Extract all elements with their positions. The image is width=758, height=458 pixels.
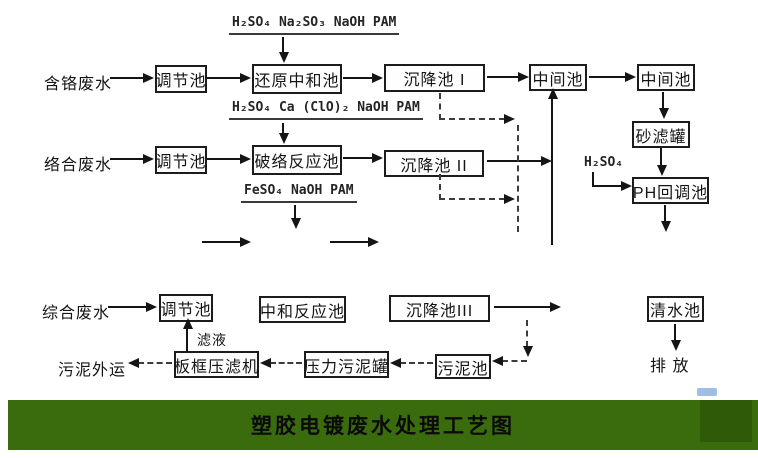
sludge-line-sed1-down — [439, 93, 441, 120]
node-complex-breaking-reaction-tank: 破络反应池 — [252, 145, 342, 175]
arrow-sedimentation3-right — [494, 302, 561, 312]
sludge-arrow-pool-to-pressure-tank — [390, 358, 433, 368]
node-sedimentation-tank-3: 沉降池III — [389, 295, 490, 322]
node-intermediate-tank-2: 中间池 — [637, 64, 695, 91]
node-regulating-tank-row1: 调节池 — [155, 65, 207, 93]
node-regulating-tank-row2: 调节池 — [155, 146, 207, 174]
node-sedimentation-tank-2: 沉降池 II — [384, 150, 484, 177]
sludge-line-sed3-down — [523, 320, 533, 357]
banner-dark-block — [700, 400, 752, 442]
arrow-intermediate2-to-sandfilter — [659, 92, 669, 119]
arrow-sedimentation2-to-riser — [487, 156, 552, 166]
node-reduction-neutralization-tank: 还原中和池 — [252, 64, 342, 94]
sludge-out-label: 污泥外运 — [58, 362, 127, 379]
sludge-line-sed2-down — [439, 174, 441, 200]
node-plate-frame-filter-press: 板框压滤机 — [174, 351, 259, 378]
source-label-mixed-wastewater: 综合废水 — [42, 305, 111, 322]
discharge-label: 排 放 — [650, 358, 690, 375]
arrow-reduction-to-sedimentation1 — [343, 73, 383, 83]
node-intermediate-tank-1: 中间池 — [529, 64, 587, 91]
source-label-complex-wastewater: 络合废水 — [44, 157, 113, 174]
banner-corner-smudge — [697, 388, 717, 396]
title-banner: 塑胶电镀废水处理工艺图 — [8, 400, 758, 450]
filtrate-label: 滤液 — [197, 332, 227, 348]
arrow-chrome-to-regulating — [110, 73, 154, 83]
sludge-arrow-pressure-tank-to-press — [260, 358, 302, 368]
node-sedimentation-tank-1: 沉降池 I — [384, 64, 485, 92]
arrow-sandfilter-to-ph — [657, 148, 667, 176]
node-pressure-sludge-tank: 压力污泥罐 — [304, 351, 389, 378]
sludge-arrow-into-sludge-pool — [492, 356, 527, 366]
arrow-mixed-to-regulating — [108, 302, 157, 312]
riser-line-to-intermediate1 — [548, 88, 558, 245]
arrow-filtrate-return — [183, 318, 193, 352]
chemical-dose-label-1: H₂SO₄ Na₂SO₃ NaOH PAM — [229, 15, 400, 35]
sludge-arrow-sed2-right — [439, 194, 515, 204]
arrow-complex-to-regulating — [110, 154, 154, 164]
arrow-dose3-down — [291, 205, 301, 229]
arrow-dose2-into-breaking-tank — [279, 123, 289, 144]
arrow-stray-right — [330, 237, 379, 247]
arrow-h2so4-into-ph-tank — [604, 181, 632, 191]
arrow-regulating2-to-breaking — [207, 154, 251, 164]
sludge-collector-vertical — [517, 125, 519, 232]
arrow-regulating1-to-reduction — [207, 73, 251, 83]
sludge-arrow-press-to-out — [128, 358, 172, 368]
chemical-dose-label-4: H₂SO₄ — [584, 155, 624, 170]
node-neutralization-reaction-tank: 中和反应池 — [259, 296, 346, 323]
node-sludge-pool: 污泥池 — [435, 354, 491, 379]
arrow-stray-left — [202, 237, 251, 247]
arrow-intermediate1-to-intermediate2 — [589, 72, 636, 82]
arrow-breaking-to-sedimentation2 — [343, 153, 383, 163]
chemical-dose-label-2: H₂SO₄ Ca (ClO)₂ NaOH PAM — [229, 100, 423, 120]
diagram-title: 塑胶电镀废水处理工艺图 — [251, 415, 515, 438]
node-clean-water-tank: 清水池 — [647, 296, 704, 322]
arrow-dose1-into-reduction-tank — [279, 37, 289, 63]
chemical-dose-label-3: FeSO₄ NaOH PAM — [241, 183, 357, 203]
sludge-arrow-sed1-right — [439, 114, 515, 124]
node-sand-filter-tank: 砂滤罐 — [632, 121, 690, 148]
arrow-sedimentation1-to-intermediate1 — [487, 72, 529, 82]
arrow-ph-tank-down — [661, 205, 671, 232]
source-label-chrome-wastewater: 含铬废水 — [44, 76, 113, 93]
arrow-cleanwater-to-discharge — [671, 324, 681, 351]
node-ph-readjust-tank: PH回调池 — [632, 177, 709, 204]
